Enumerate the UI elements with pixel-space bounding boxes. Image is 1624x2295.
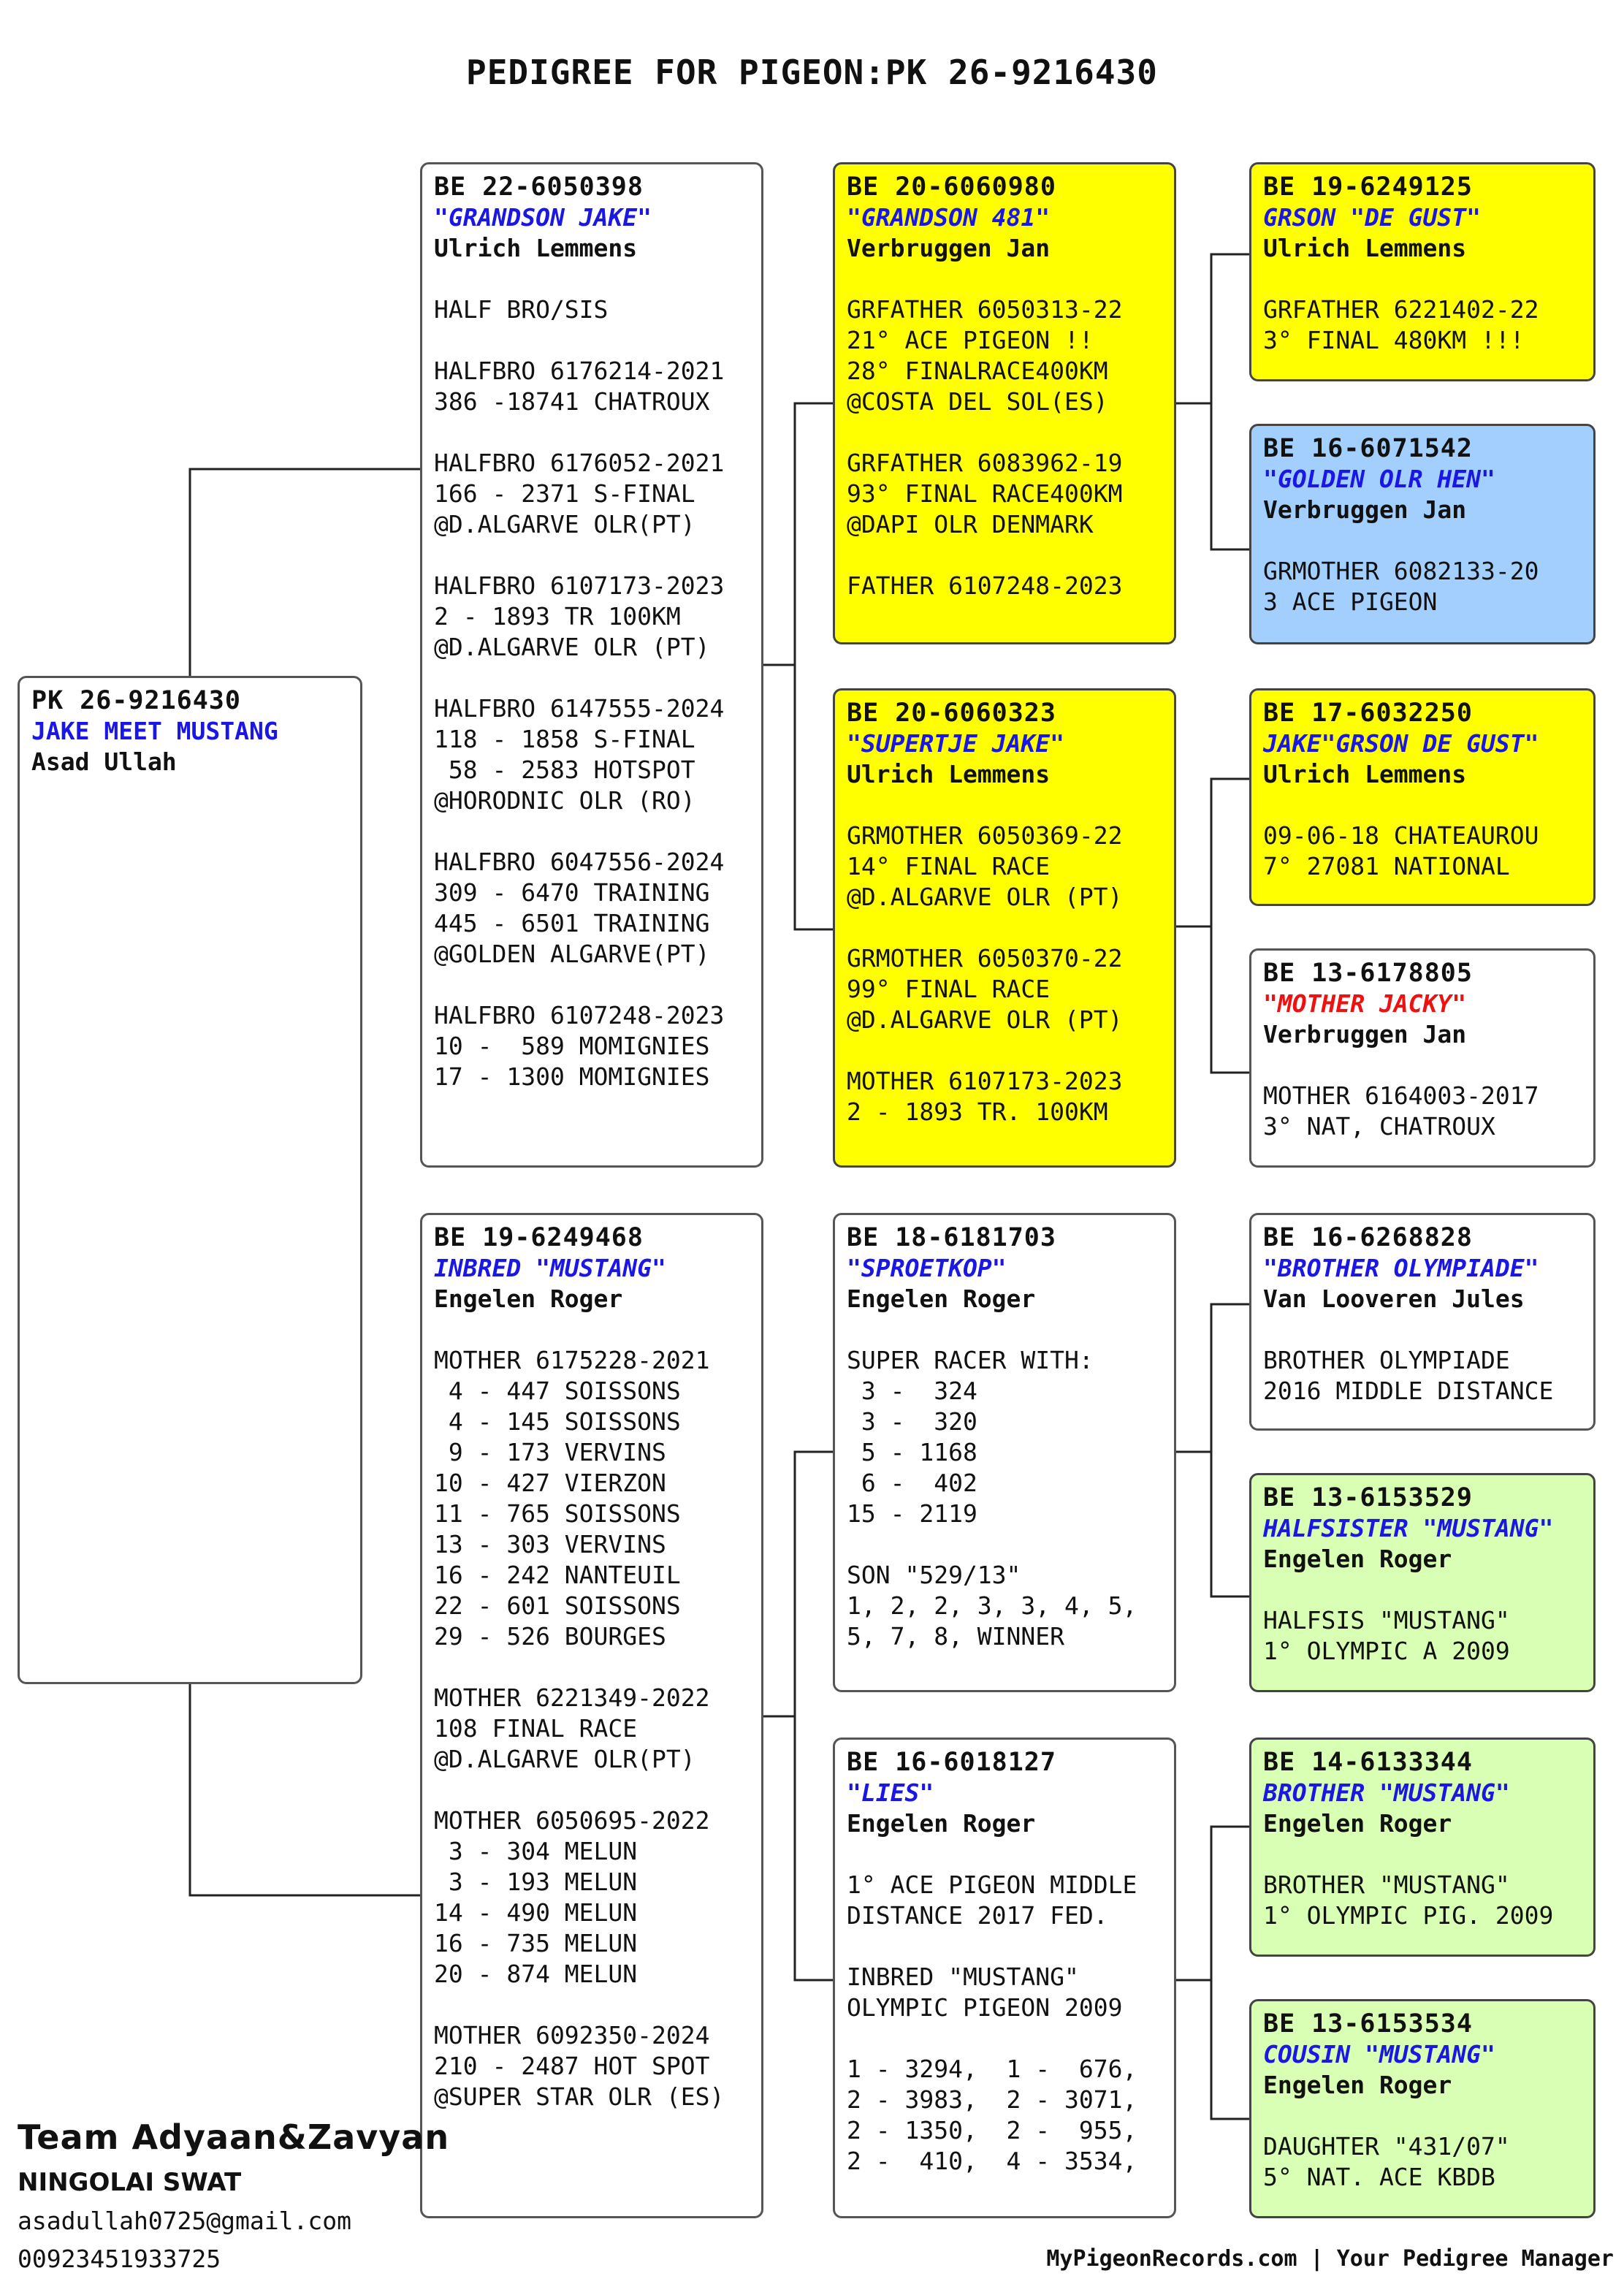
ring-number: BE 19-6249468 xyxy=(434,1223,644,1252)
notes: GRMOTHER 6082133-20 3 ACE PIGEON xyxy=(1263,557,1539,616)
team-name: Team Adyaan&Zavyan xyxy=(18,2117,450,2157)
pigeon-name: GRSON "DE GUST" xyxy=(1263,203,1482,232)
breeder-name: Engelen Roger xyxy=(434,1284,623,1313)
notes: 09-06-18 CHATEAUROU 7° 27081 NATIONAL xyxy=(1263,821,1539,880)
dam-sire-card[interactable]: BE 18-6181703 "SPROETKOP" Engelen Roger … xyxy=(833,1213,1176,1692)
connector-dam-ds xyxy=(761,1450,833,1718)
breeder-name: Ulrich Lemmens xyxy=(1263,234,1467,262)
ring-number: BE 13-6153529 xyxy=(1263,1483,1473,1512)
connector-dd-dds xyxy=(1175,1825,1249,1982)
pigeon-name: "SUPERTJE JAKE" xyxy=(847,729,1065,758)
pigeon-name: "GOLDEN OLR HEN" xyxy=(1263,465,1495,493)
dam-dam-card[interactable]: BE 16-6018127 "LIES" Engelen Roger 1° AC… xyxy=(833,1738,1176,2218)
dam-dam-sire-card[interactable]: BE 14-6133344 BROTHER "MUSTANG" Engelen … xyxy=(1249,1738,1596,1957)
contact-phone[interactable]: 00923451933725 xyxy=(18,2245,221,2273)
ring-number: BE 22-6050398 xyxy=(434,172,644,202)
notes: 1° ACE PIGEON MIDDLE DISTANCE 2017 FED. … xyxy=(847,1870,1137,2175)
notes: MOTHER 6164003-2017 3° NAT, CHATROUX xyxy=(1263,1081,1539,1141)
pigeon-name: "SPROETKOP" xyxy=(847,1254,1007,1282)
breeder-name: Engelen Roger xyxy=(1263,1545,1452,1573)
connector-ds-dsd xyxy=(1210,1452,1249,1598)
ring-number: BE 16-6018127 xyxy=(847,1748,1056,1777)
subject-breeder: Asad Ullah xyxy=(31,747,177,776)
sire-dam-sire-card[interactable]: BE 17-6032250 JAKE"GRSON DE GUST" Ulrich… xyxy=(1249,688,1596,906)
connector-subject-dam xyxy=(188,1683,420,1897)
breeder-name: Ulrich Lemmens xyxy=(434,234,638,262)
ring-number: BE 16-6268828 xyxy=(1263,1223,1473,1252)
pigeon-name: COUSIN "MUSTANG" xyxy=(1263,2040,1495,2068)
breeder-name: Engelen Roger xyxy=(847,1284,1036,1313)
page-title: PEDIGREE FOR PIGEON:PK 26-9216430 xyxy=(466,53,1158,92)
subject-card[interactable]: PK 26-9216430 JAKE MEET MUSTANG Asad Ull… xyxy=(18,676,362,1684)
dam-sire-sire-card[interactable]: BE 16-6268828 "BROTHER OLYMPIADE" Van Lo… xyxy=(1249,1213,1596,1431)
breeder-name: Engelen Roger xyxy=(1263,2071,1452,2099)
notes: GRFATHER 6050313-22 21° ACE PIGEON !! 28… xyxy=(847,295,1123,600)
pigeon-name: "GRANDSON JAKE" xyxy=(434,203,652,232)
breeder-name: Van Looveren Jules xyxy=(1263,1284,1525,1313)
sire-sire-sire-card[interactable]: BE 19-6249125 GRSON "DE GUST" Ulrich Lem… xyxy=(1249,162,1596,381)
sire-dam-card[interactable]: BE 20-6060323 "SUPERTJE JAKE" Ulrich Lem… xyxy=(833,688,1176,1168)
pigeon-name: "GRANDSON 481" xyxy=(847,203,1051,232)
pigeon-name: INBRED "MUSTANG" xyxy=(434,1254,666,1282)
ring-number: BE 13-6178805 xyxy=(1263,959,1473,988)
notes: BROTHER OLYMPIADE 2016 MIDDLE DISTANCE xyxy=(1263,1346,1554,1405)
subject-name: JAKE MEET MUSTANG xyxy=(31,717,278,745)
notes: HALFSIS "MUSTANG" 1° OLYMPIC A 2009 xyxy=(1263,1606,1510,1665)
connector-sd-sdd xyxy=(1210,926,1249,1074)
notes: DAUGHTER "431/07" 5° NAT. ACE KBDB xyxy=(1263,2132,1510,2191)
notes: SUPER RACER WITH: 3 - 324 3 - 320 5 - 11… xyxy=(847,1346,1137,1651)
connector-dam-dd xyxy=(793,1716,833,1982)
breeder-name: Engelen Roger xyxy=(1263,1809,1452,1838)
notes: GRFATHER 6221402-22 3° FINAL 480KM !!! xyxy=(1263,295,1539,354)
sire-sire-card[interactable]: BE 20-6060980 "GRANDSON 481" Verbruggen … xyxy=(833,162,1176,644)
notes: MOTHER 6175228-2021 4 - 447 SOISSONS 4 -… xyxy=(434,1346,725,2111)
sire-sire-dam-card[interactable]: BE 16-6071542 "GOLDEN OLR HEN" Verbrugge… xyxy=(1249,424,1596,644)
ring-number: BE 18-6181703 xyxy=(847,1223,1056,1252)
connector-sire-ss xyxy=(761,402,833,666)
ring-number: BE 16-6071542 xyxy=(1263,434,1473,463)
connector-ss-ssd xyxy=(1210,403,1249,551)
ring-number: BE 17-6032250 xyxy=(1263,699,1473,728)
connector-sd-sds xyxy=(1175,777,1249,928)
footer-credit[interactable]: MyPigeonRecords.com | Your Pedigree Mana… xyxy=(1046,2246,1614,2272)
team-location: NINGOLAI SWAT xyxy=(18,2168,242,2197)
connector-dd-ddd xyxy=(1210,1980,1249,2120)
subject-ring: PK 26-9216430 xyxy=(31,686,241,715)
pigeon-name: "BROTHER OLYMPIADE" xyxy=(1263,1254,1539,1282)
ring-number: BE 13-6153534 xyxy=(1263,2009,1473,2039)
breeder-name: Verbruggen Jan xyxy=(1263,1020,1467,1048)
breeder-name: Ulrich Lemmens xyxy=(1263,760,1467,788)
connector-ds-dss xyxy=(1175,1303,1249,1453)
breeder-name: Engelen Roger xyxy=(847,1809,1036,1838)
ring-number: BE 20-6060323 xyxy=(847,699,1056,728)
dam-sire-dam-card[interactable]: BE 13-6153529 HALFSISTER "MUSTANG" Engel… xyxy=(1249,1473,1596,1692)
breeder-name: Verbruggen Jan xyxy=(847,234,1051,262)
connector-sire-sd xyxy=(793,665,833,931)
connector-subject-sire xyxy=(188,468,420,676)
ring-number: BE 19-6249125 xyxy=(1263,172,1473,202)
pigeon-name: BROTHER "MUSTANG" xyxy=(1263,1778,1510,1807)
pigeon-name: "LIES" xyxy=(847,1778,934,1807)
connector-ss-sss xyxy=(1175,253,1249,405)
dam-dam-dam-card[interactable]: BE 13-6153534 COUSIN "MUSTANG" Engelen R… xyxy=(1249,1999,1596,2218)
contact-email[interactable]: asadullah0725@gmail.com xyxy=(18,2207,351,2235)
breeder-name: Ulrich Lemmens xyxy=(847,760,1051,788)
ring-number: BE 20-6060980 xyxy=(847,172,1056,202)
notes: HALF BRO/SIS HALFBRO 6176214-2021 386 -1… xyxy=(434,295,725,1091)
notes: GRMOTHER 6050369-22 14° FINAL RACE @D.AL… xyxy=(847,821,1123,1126)
sire-dam-dam-card[interactable]: BE 13-6178805 "MOTHER JACKY" Verbruggen … xyxy=(1249,948,1596,1168)
pigeon-name: JAKE"GRSON DE GUST" xyxy=(1263,729,1539,758)
breeder-name: Verbruggen Jan xyxy=(1263,495,1467,524)
ring-number: BE 14-6133344 xyxy=(1263,1748,1473,1777)
dam-card[interactable]: BE 19-6249468 INBRED "MUSTANG" Engelen R… xyxy=(420,1213,763,2218)
sire-card[interactable]: BE 22-6050398 "GRANDSON JAKE" Ulrich Lem… xyxy=(420,162,763,1168)
pigeon-name: "MOTHER JACKY" xyxy=(1263,989,1467,1018)
notes: BROTHER "MUSTANG" 1° OLYMPIC PIG. 2009 xyxy=(1263,1870,1554,1930)
pigeon-name: HALFSISTER "MUSTANG" xyxy=(1263,1514,1554,1542)
